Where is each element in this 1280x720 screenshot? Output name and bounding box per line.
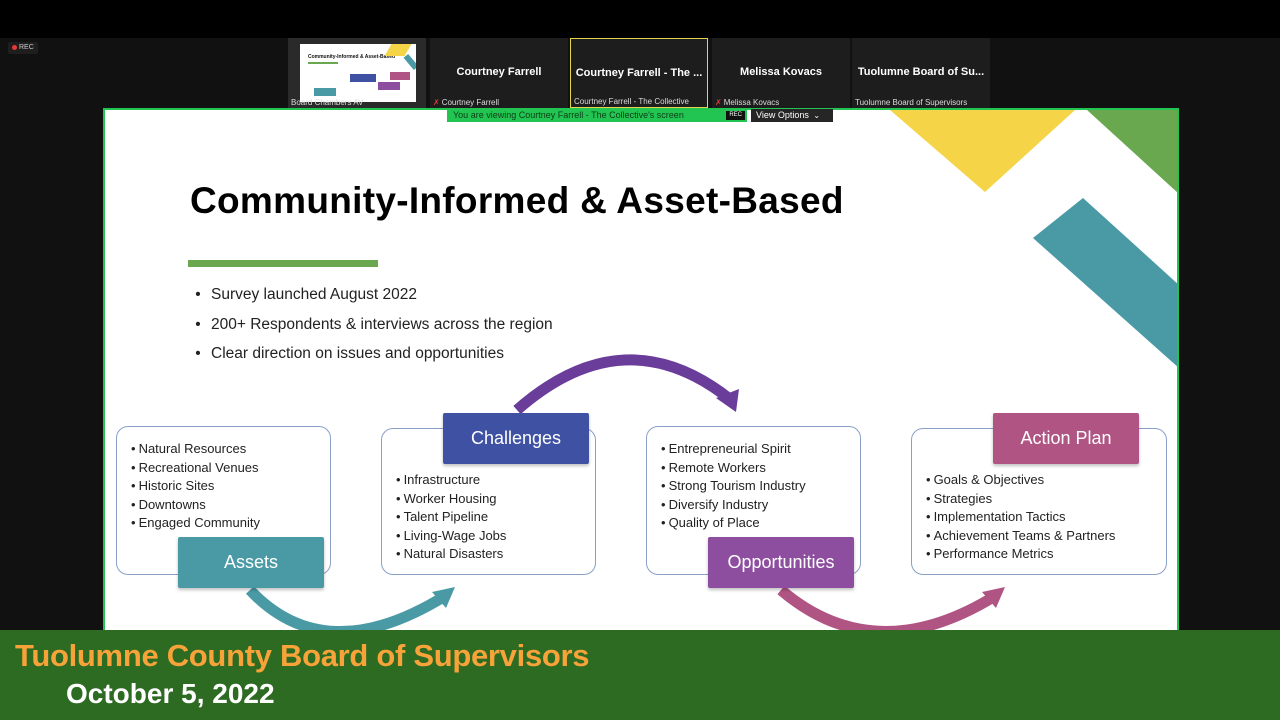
title-underline [188, 260, 378, 267]
screen-share-text: You are viewing Courtney Farrell - The C… [453, 110, 684, 120]
participant-label: ✗Melissa Kovacs [715, 98, 780, 107]
challenges-item: Worker Housing [396, 491, 506, 510]
challenges-label: Challenges [443, 413, 589, 464]
participant-name: Courtney Farrell [456, 66, 542, 78]
action-plan-item: Achievement Teams & Partners [926, 528, 1116, 547]
yellow-triangle-shape [890, 110, 1075, 192]
footer-date: October 5, 2022 [66, 678, 275, 709]
assets-item: Natural Resources [131, 441, 260, 460]
arrowhead-icon [716, 389, 739, 412]
muted-mic-icon: ✗ [433, 98, 440, 107]
recording-label: REC [19, 44, 34, 51]
participant-name: Melissa Kovacs [740, 66, 822, 78]
assets-label: Assets [178, 537, 324, 588]
teal-stripe-shape [1033, 198, 1177, 367]
opportunities-label: Opportunities [708, 537, 854, 588]
arrowhead-icon [432, 587, 455, 608]
thumbnail-title: Community-Informed & Asset-Based [308, 54, 396, 60]
participant-tile-tuolumne-board[interactable]: Tuolumne Board of Su... Tuolumne Board o… [852, 38, 990, 108]
view-options-label: View Options [756, 110, 809, 120]
assets-item: Engaged Community [131, 515, 260, 534]
slide-decoration [245, 110, 1177, 630]
assets-item: Historic Sites [131, 478, 260, 497]
thumbnail-underline [308, 62, 338, 64]
opportunities-item: Strong Tourism Industry [661, 478, 806, 497]
broadcast-lower-third: Tuolumne County Board of Supervisors Oct… [0, 630, 1280, 720]
action-plan-item: Implementation Tactics [926, 509, 1115, 528]
challenges-item: Infrastructure [396, 472, 506, 491]
slide-title: Community-Informed & Asset-Based [190, 180, 844, 221]
arc-assets-to-challenges [245, 586, 448, 630]
challenges-item: Talent Pipeline [396, 509, 506, 528]
challenges-item: Living-Wage Jobs [396, 528, 507, 547]
top-black-bar [0, 0, 1280, 38]
participant-tile-board-chambers[interactable]: Community-Informed & Asset-Based Board C… [288, 38, 426, 108]
action-plan-item: Goals & Objectives [926, 472, 1115, 491]
shared-slide: Community-Informed & Asset-Based Survey … [103, 108, 1179, 630]
participant-name: Courtney Farrell - The ... [575, 67, 703, 79]
opportunities-item: Diversify Industry [661, 497, 806, 516]
participant-tile-courtney-farrell[interactable]: Courtney Farrell ✗Courtney Farrell [430, 38, 568, 108]
opportunities-item: Remote Workers [661, 460, 806, 479]
thumbnail-teal-shape [403, 53, 416, 71]
bullet-item: Clear direction on issues and opportunit… [185, 345, 553, 375]
arc-opportunities-to-action-plan [777, 585, 998, 630]
action-plan-item: Strategies [926, 491, 1115, 510]
participant-label: ✗Courtney Farrell [433, 98, 500, 107]
banner-rec-badge: REC [726, 111, 745, 120]
challenges-item: Natural Disasters [396, 546, 506, 565]
action-plan-item: Performance Metrics [926, 546, 1115, 565]
participant-name: Tuolumne Board of Su... [857, 66, 985, 78]
assets-item: Downtowns [131, 497, 260, 516]
view-options-button[interactable]: View Options ⌄ [751, 109, 833, 122]
opportunities-item: Quality of Place [661, 515, 806, 534]
screen-share-banner: You are viewing Courtney Farrell - The C… [447, 109, 747, 122]
arrowhead-icon [982, 587, 1005, 608]
participant-label: Board Chambers AV [291, 98, 364, 107]
bullet-item: 200+ Respondents & interviews across the… [185, 316, 553, 346]
slide-bullets: Survey launched August 2022 200+ Respond… [185, 286, 553, 375]
assets-item: Recreational Venues [131, 460, 260, 479]
green-triangle-shape [1087, 110, 1177, 193]
bullet-item: Survey launched August 2022 [185, 286, 553, 316]
chevron-down-icon: ⌄ [813, 111, 821, 120]
participant-tile-melissa-kovacs[interactable]: Melissa Kovacs ✗Melissa Kovacs [712, 38, 850, 108]
record-dot-icon [12, 44, 17, 50]
participant-tile-courtney-farrell-collective[interactable]: Courtney Farrell - The ... Courtney Farr… [570, 38, 708, 108]
arc-challenges-to-opportunities [513, 354, 735, 415]
recording-indicator: REC [8, 42, 38, 54]
thumbnail-box-action-plan [390, 72, 410, 80]
footer-title: Tuolumne County Board of Supervisors [15, 638, 590, 673]
shared-screen-thumbnail: Community-Informed & Asset-Based [300, 44, 416, 102]
thumbnail-box-assets [314, 88, 336, 96]
thumbnail-box-opportunities [378, 82, 400, 90]
opportunities-item: Entrepreneurial Spirit [661, 441, 806, 460]
action-plan-label: Action Plan [993, 413, 1139, 464]
thumbnail-box-challenges [350, 74, 376, 82]
muted-mic-icon: ✗ [715, 98, 722, 107]
participant-label: Courtney Farrell - The Collective [574, 97, 690, 106]
participant-label: Tuolumne Board of Supervisors [855, 98, 968, 107]
